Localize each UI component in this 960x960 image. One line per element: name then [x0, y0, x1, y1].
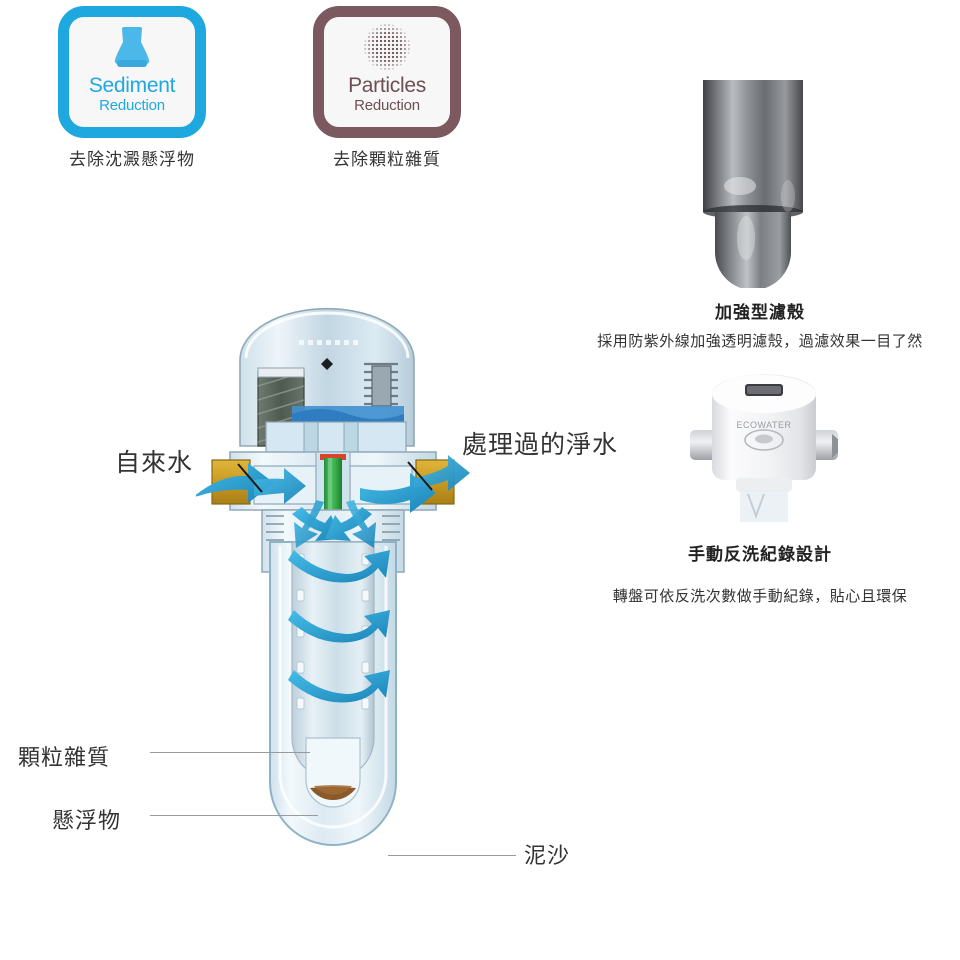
- callout-silt-label: 泥沙: [524, 844, 571, 869]
- svg-text:ECOWATER: ECOWATER: [737, 420, 792, 430]
- badge-caption: 去除顆粒雜質: [333, 150, 441, 170]
- outlet-label: 處理過的淨水: [462, 430, 619, 459]
- flask-icon: [109, 23, 155, 73]
- badge-title: Sediment: [88, 74, 176, 97]
- callout-suspended-leader: [150, 815, 318, 816]
- badge-caption: 去除沈澱懸浮物: [69, 150, 195, 170]
- badge-particles-card: Particles Reduction: [313, 6, 461, 138]
- callout-particulates-leader: [150, 752, 310, 753]
- inlet-label: 自來水: [115, 448, 194, 477]
- badge-sediment-card: Sediment Reduction: [58, 6, 206, 138]
- feature-housing-desc: 採用防紫外線加強透明濾殼，過濾效果一目了然: [597, 332, 923, 350]
- valve-head-photo: ECOWATER: [690, 372, 838, 529]
- callout-suspended-label: 懸浮物: [52, 809, 122, 834]
- dotted-circle-icon: [359, 23, 415, 73]
- badge-particles: Particles Reduction 去除顆粒雜質: [313, 6, 461, 170]
- badge-subtitle: Reduction: [99, 97, 165, 114]
- feature-backwash-desc: 轉盤可依反洗次數做手動紀錄，貼心且環保: [612, 587, 908, 605]
- badge-subtitle: Reduction: [354, 97, 420, 114]
- callout-silt-leader: [388, 855, 516, 856]
- filter-housing-photo: [688, 78, 818, 293]
- badge-sediment: Sediment Reduction 去除沈澱懸浮物: [58, 6, 206, 170]
- feature-housing-title: 加強型濾殼: [715, 303, 805, 323]
- filter-cutaway-diagram: [192, 302, 506, 877]
- badge-title: Particles: [348, 74, 426, 97]
- callout-particulates-label: 顆粒雜質: [18, 746, 111, 771]
- feature-backwash-title: 手動反洗紀錄設計: [688, 545, 832, 565]
